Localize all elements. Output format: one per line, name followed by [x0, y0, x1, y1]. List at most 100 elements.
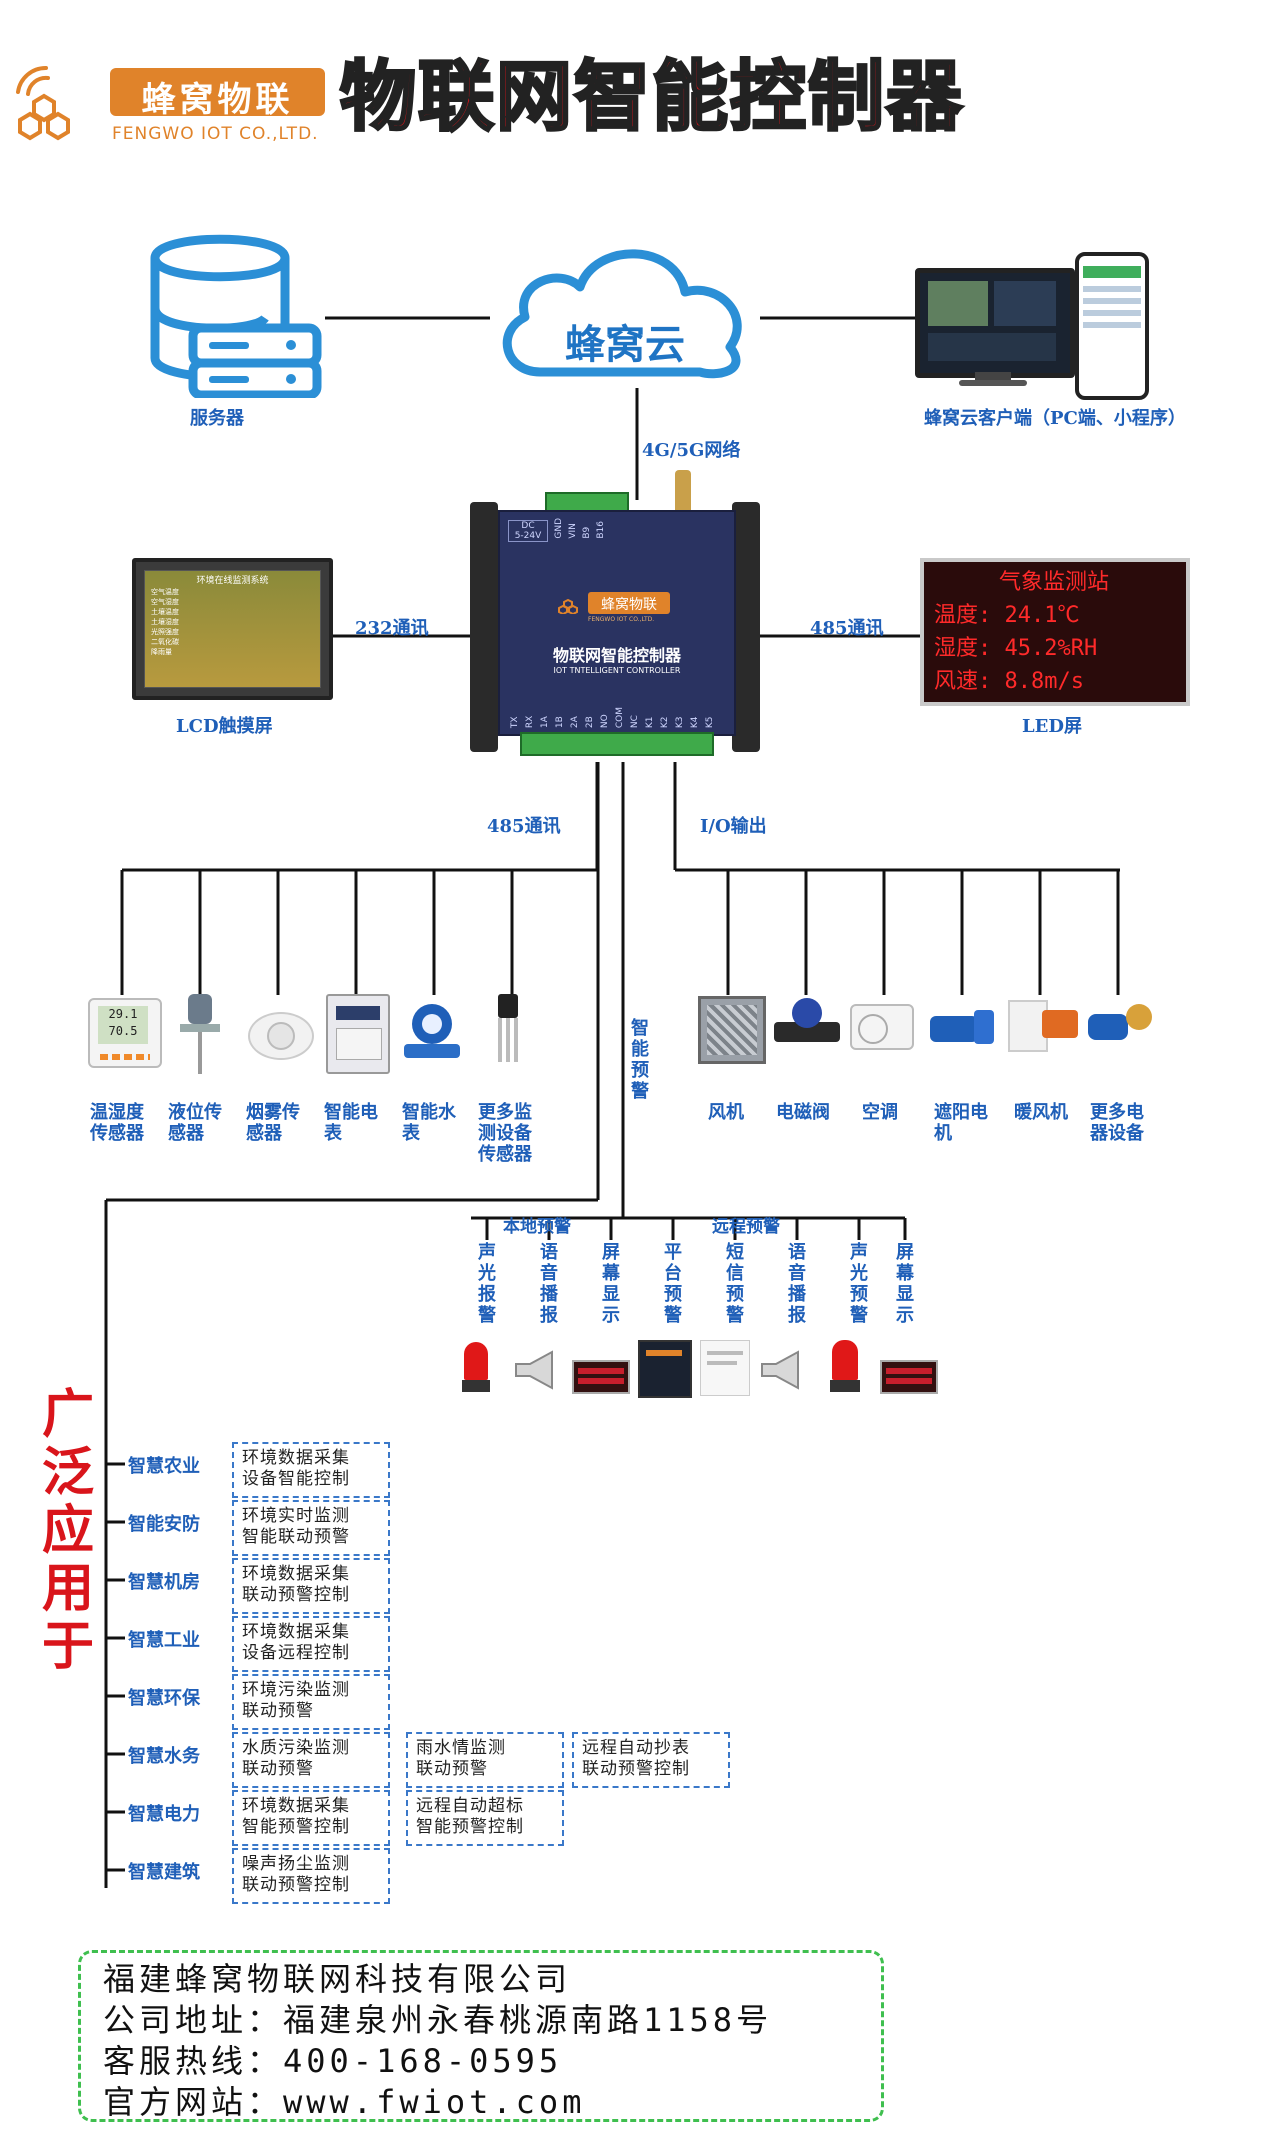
cloud-icon — [502, 249, 742, 379]
sensor-label-1: 温湿度传感器 — [90, 1102, 144, 1144]
controller-device: DC 5-24V GND VIN B9 B16 蜂窝物联 FENGWO IOT … — [470, 470, 760, 762]
device-solenoid-valve — [774, 998, 840, 1056]
voice-horn-icon — [758, 1350, 806, 1390]
sensor-soil — [488, 994, 528, 1064]
cloud-node: 蜂窝云 — [490, 232, 760, 392]
app-power-box-2: 远程自动超标 智能预警控制 — [406, 1790, 564, 1846]
logo-badge: 蜂窝物联 — [110, 68, 325, 120]
led-screen: 气象监测站 温度: 24.1℃ 湿度: 45.2%RH 风速: 8.8m/s — [920, 558, 1190, 706]
antenna — [675, 470, 691, 514]
sensor-label-6: 更多监测设备传感器 — [478, 1102, 532, 1165]
alert-item-4: 平台预警 — [664, 1242, 682, 1326]
page-title: 物联网智能控制器 — [339, 51, 964, 143]
local-alert-label: 本地预警 — [503, 1217, 571, 1237]
client-label: 蜂窝云客户端（PC端、小程序） — [924, 408, 1186, 429]
rs485-branch-label: 485通讯 — [487, 816, 561, 837]
app-security-box: 环境实时监测 智能联动预警 — [232, 1500, 390, 1556]
company-info-box: 福建蜂窝物联网科技有限公司 公司地址：福建泉州永春桃源南路1158号 客服热线：… — [78, 1950, 884, 2122]
output-label-4: 遮阳电机 — [934, 1102, 988, 1144]
app-agriculture-box: 环境数据采集 设备智能控制 — [232, 1442, 390, 1498]
phone — [1075, 252, 1149, 400]
sms-icon — [700, 1340, 750, 1396]
app-water-box-3: 远程自动抄表 联动预警控制 — [572, 1732, 730, 1788]
speaker-horn-icon — [512, 1350, 560, 1390]
controller-title-en: IOT TNTELLIGENT CONTROLLER — [553, 666, 681, 675]
server-icon — [150, 234, 322, 400]
official-website: 官方网站：www.fwiot.com — [103, 2083, 586, 2121]
controller-title: 物联网智能控制器 — [552, 646, 681, 665]
sensor-label-2: 液位传感器 — [168, 1102, 222, 1144]
output-label-6: 更多电器设备 — [1090, 1102, 1144, 1144]
alert-item-7: 声光预警 — [850, 1242, 868, 1326]
led-line-1: 气象监测站 — [998, 570, 1109, 595]
applications-title: 广泛应用于 — [42, 1384, 95, 1677]
led-line-2: 温度: 24.1℃ — [934, 603, 1080, 628]
led-line-3: 湿度: 45.2%RH — [934, 636, 1098, 661]
led-line-4: 风速: 8.8m/s — [934, 669, 1084, 694]
server-label: 服务器 — [190, 408, 244, 429]
app-building-box: 噪声扬尘监测 联动预警控制 — [232, 1848, 390, 1904]
app-water-box-1: 水质污染监测 联动预警 — [232, 1732, 390, 1788]
sensor-smoke — [248, 1004, 314, 1060]
io-branch-label: I/O输出 — [700, 816, 767, 837]
sensor-water-meter — [404, 1004, 460, 1066]
alarm-light-icon — [462, 1342, 490, 1394]
app-server-room: 智慧机房 — [128, 1572, 200, 1593]
sensor-power-meter — [326, 994, 390, 1074]
device-shade-motor — [930, 1004, 994, 1050]
sensor-temp-humidity: 29.1 70.5 — [88, 998, 162, 1068]
app-water-box-2: 雨水情监测 联动预警 — [406, 1732, 564, 1788]
alert-item-6: 语音播报 — [788, 1242, 806, 1326]
lcd-label: LCD触摸屏 — [176, 716, 273, 737]
controller-brand-sub: FENGWO IOT CO.,LTD. — [588, 616, 655, 623]
lcd-link-label: 232通讯 — [355, 618, 429, 639]
dc-label: DC 5-24V — [508, 520, 548, 542]
controller-brand-badge: 蜂窝物联 — [588, 592, 670, 614]
sensor-label-4: 智能电表 — [324, 1102, 378, 1144]
lcd-touchscreen: 环境在线监测系统 空气温度 空气湿度 土壤温度 土壤湿度 光照强度 二氧化碳 降… — [132, 558, 333, 700]
app-industry: 智慧工业 — [128, 1630, 200, 1651]
display-screen-icon — [572, 1360, 630, 1394]
alert-item-8: 屏幕显示 — [896, 1242, 914, 1326]
alert-item-1: 声光报警 — [478, 1242, 496, 1326]
alert-item-3: 屏幕显示 — [602, 1242, 620, 1326]
app-environment: 智慧环保 — [128, 1688, 200, 1709]
logo-subtitle: FENGWO IOT CO.,LTD. — [112, 124, 319, 144]
alert-item-5: 短信预警 — [726, 1242, 744, 1326]
service-hotline: 客服热线：400-168-0595 — [103, 2042, 563, 2080]
app-building: 智慧建筑 — [128, 1862, 200, 1883]
app-industry-box: 环境数据采集 设备远程控制 — [232, 1616, 390, 1672]
device-air-conditioner — [850, 1004, 914, 1050]
device-heater — [1008, 996, 1078, 1052]
led-label: LED屏 — [1022, 716, 1082, 737]
app-server-room-box: 环境数据采集 联动预警控制 — [232, 1558, 390, 1614]
network-label: 4G/5G网络 — [642, 440, 741, 461]
alert-branch-label: 智能预警 — [631, 1018, 649, 1102]
output-label-1: 风机 — [708, 1102, 744, 1123]
pc-monitor — [915, 268, 1075, 378]
company-address: 公司地址：福建泉州永春桃源南路1158号 — [103, 2001, 773, 2039]
sensor-level — [176, 994, 224, 1074]
honeycomb-wifi-icon — [16, 65, 70, 141]
output-label-3: 空调 — [862, 1102, 898, 1123]
output-label-2: 电磁阀 — [776, 1102, 830, 1123]
platform-icon — [638, 1340, 692, 1398]
app-power: 智慧电力 — [128, 1804, 200, 1825]
app-security: 智能安防 — [128, 1514, 200, 1535]
output-label-5: 暖风机 — [1014, 1102, 1068, 1123]
display-screen-2-icon — [880, 1360, 938, 1394]
led-link-label: 485通讯 — [810, 618, 884, 639]
controller-face: DC 5-24V GND VIN B9 B16 蜂窝物联 FENGWO IOT … — [498, 510, 736, 736]
alarm-light-2-icon — [830, 1340, 860, 1394]
bottom-pins: TX RX 1A 1B 2A 2B NO COM NC K1 K2 K3 K4 … — [510, 706, 715, 728]
sensor-label-5: 智能水表 — [402, 1102, 456, 1144]
logo — [12, 62, 82, 142]
app-agriculture: 智慧农业 — [128, 1456, 200, 1477]
remote-alert-label: 远程预警 — [712, 1217, 780, 1237]
sensor-label-3: 烟雾传感器 — [246, 1102, 300, 1144]
alert-item-2: 语音播报 — [540, 1242, 558, 1326]
bottom-terminal-block — [520, 732, 714, 756]
app-water: 智慧水务 — [128, 1746, 200, 1767]
controller-logo-icon — [556, 590, 580, 616]
